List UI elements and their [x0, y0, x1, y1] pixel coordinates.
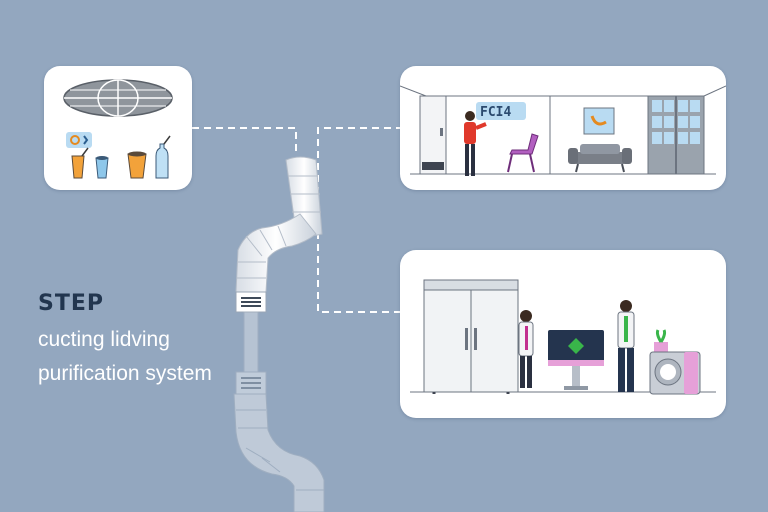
- connector-duct-to-kitchen: [317, 232, 400, 313]
- refrigerator-icon: [423, 279, 519, 394]
- person-icon: [617, 300, 635, 392]
- monitor-icon: [548, 330, 604, 390]
- door-icon: [419, 95, 447, 175]
- subtitle-line-2: purification system: [38, 362, 212, 385]
- subtitle-line-1: cucting lidving: [38, 328, 170, 351]
- duct-lower-faded: [233, 311, 325, 512]
- appliance-icon: [649, 351, 701, 395]
- chair-icon: [507, 133, 539, 173]
- headline: STEP: [38, 291, 105, 316]
- wall-sign-text: FCI4: [480, 105, 511, 120]
- cup-icon: [127, 151, 147, 179]
- wall-sign: FCI4: [476, 102, 526, 120]
- picture-frame-icon: [583, 107, 615, 135]
- filter-kit-card: [44, 66, 192, 190]
- cup-icon: [95, 156, 109, 179]
- vent-grille-icon: [235, 291, 267, 313]
- filter-kit-scene: [63, 79, 173, 179]
- kitchen-scene: [410, 279, 716, 395]
- person-icon: [518, 310, 534, 388]
- globe-icon: [63, 79, 173, 117]
- duct-elbow-upper: [235, 156, 323, 293]
- connector-kit-to-duct: [192, 127, 297, 155]
- person-icon: [464, 111, 487, 176]
- cup-icon: [71, 147, 89, 179]
- window-door-icon: [647, 95, 705, 175]
- bottle-icon: [155, 135, 171, 179]
- kitchen-card: [400, 250, 726, 418]
- plant-icon: [654, 329, 668, 352]
- sofa-icon: [568, 144, 632, 173]
- living-room-scene: FCI4: [400, 85, 726, 176]
- living-room-card: FCI4: [400, 66, 726, 190]
- badge-icon: [66, 132, 92, 148]
- connector-duct-to-room: [317, 127, 400, 230]
